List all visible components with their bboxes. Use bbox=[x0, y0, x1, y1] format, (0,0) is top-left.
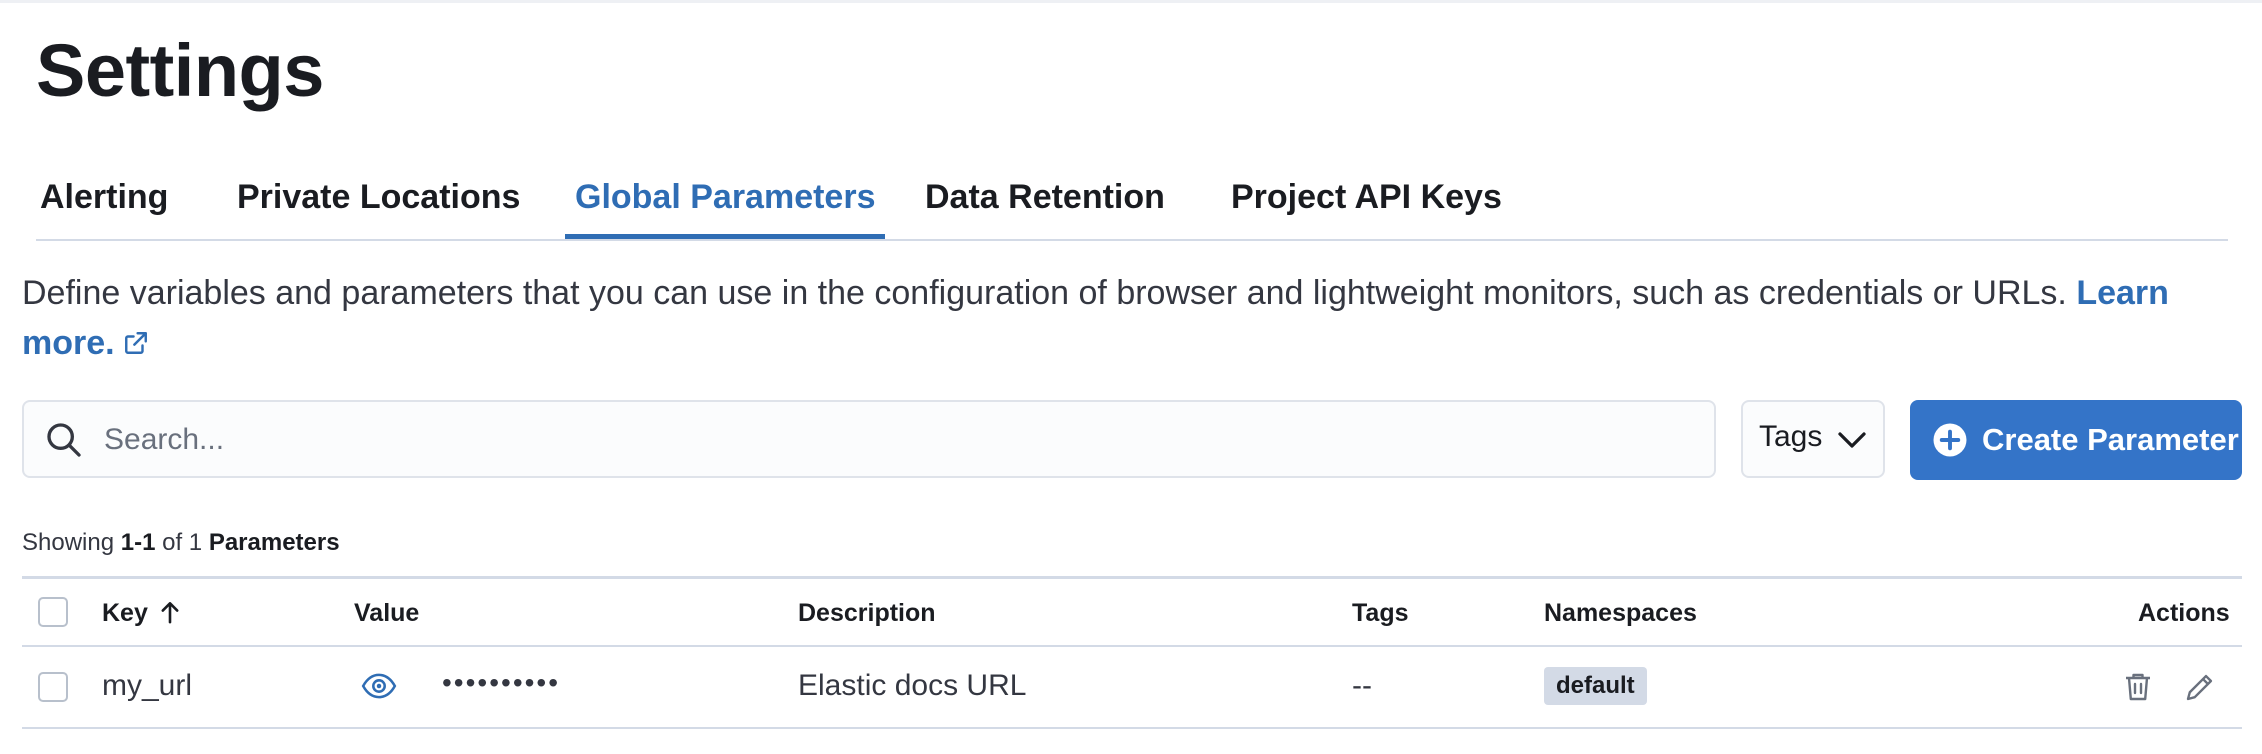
column-header-namespaces: Namespaces bbox=[1544, 599, 1697, 627]
intro-description: Define variables and parameters that you… bbox=[22, 268, 2222, 368]
tab-private-locations[interactable]: Private Locations bbox=[237, 178, 521, 216]
column-header-description: Description bbox=[798, 599, 936, 627]
search-box bbox=[22, 400, 1716, 478]
table-header: Key Value Description Tags Namespaces Ac… bbox=[22, 579, 2242, 647]
search-input[interactable] bbox=[102, 412, 1696, 468]
page-title: Settings bbox=[36, 29, 324, 112]
results-noun: Parameters bbox=[208, 529, 340, 556]
cell-value-masked: •••••••••• bbox=[442, 667, 561, 698]
parameters-table: Key Value Description Tags Namespaces Ac… bbox=[22, 576, 2242, 729]
tab-global-parameters[interactable]: Global Parameters bbox=[565, 165, 886, 239]
chevron-down-icon bbox=[1838, 432, 1866, 448]
create-parameter-button[interactable]: Create Parameter bbox=[1910, 400, 2242, 480]
tab-data-retention[interactable]: Data Retention bbox=[925, 178, 1165, 216]
select-all-checkbox[interactable] bbox=[38, 597, 68, 627]
results-summary: Showing 1-1 of 1 Parameters bbox=[22, 529, 340, 556]
trash-icon[interactable] bbox=[2120, 669, 2156, 705]
eye-icon[interactable] bbox=[360, 667, 398, 705]
tags-filter-button[interactable]: Tags bbox=[1741, 400, 1885, 478]
intro-text: Define variables and parameters that you… bbox=[22, 274, 2067, 312]
learn-more-link[interactable]: Learn more. bbox=[22, 274, 2169, 362]
tab-project-api-keys[interactable]: Project API Keys bbox=[1231, 178, 1502, 216]
column-header-key[interactable]: Key bbox=[102, 599, 182, 628]
results-total: 1 bbox=[188, 529, 203, 556]
tags-filter-label: Tags bbox=[1759, 420, 1823, 453]
plus-circle-icon bbox=[1933, 423, 1967, 457]
results-range: 1-1 bbox=[120, 529, 156, 556]
tab-alerting[interactable]: Alerting bbox=[40, 178, 169, 216]
cell-tags: -- bbox=[1352, 669, 1372, 702]
sort-ascending-icon bbox=[161, 602, 179, 624]
namespace-badge: default bbox=[1544, 667, 1647, 705]
column-header-tags: Tags bbox=[1352, 599, 1409, 627]
search-icon bbox=[47, 423, 81, 457]
cell-key: my_url bbox=[102, 669, 193, 702]
table-row: my_url •••••••••• Elastic docs URL -- de… bbox=[22, 647, 2242, 729]
create-parameter-label: Create Parameter bbox=[1982, 422, 2239, 457]
cell-description: Elastic docs URL bbox=[798, 669, 1027, 702]
pencil-icon[interactable] bbox=[2182, 669, 2218, 705]
external-link-icon bbox=[124, 332, 147, 354]
column-header-actions: Actions bbox=[2138, 599, 2230, 627]
row-checkbox[interactable] bbox=[38, 672, 68, 702]
settings-tabs: Alerting Private Locations Global Parame… bbox=[36, 165, 2228, 241]
column-header-value: Value bbox=[354, 599, 420, 627]
top-divider bbox=[0, 0, 2262, 3]
